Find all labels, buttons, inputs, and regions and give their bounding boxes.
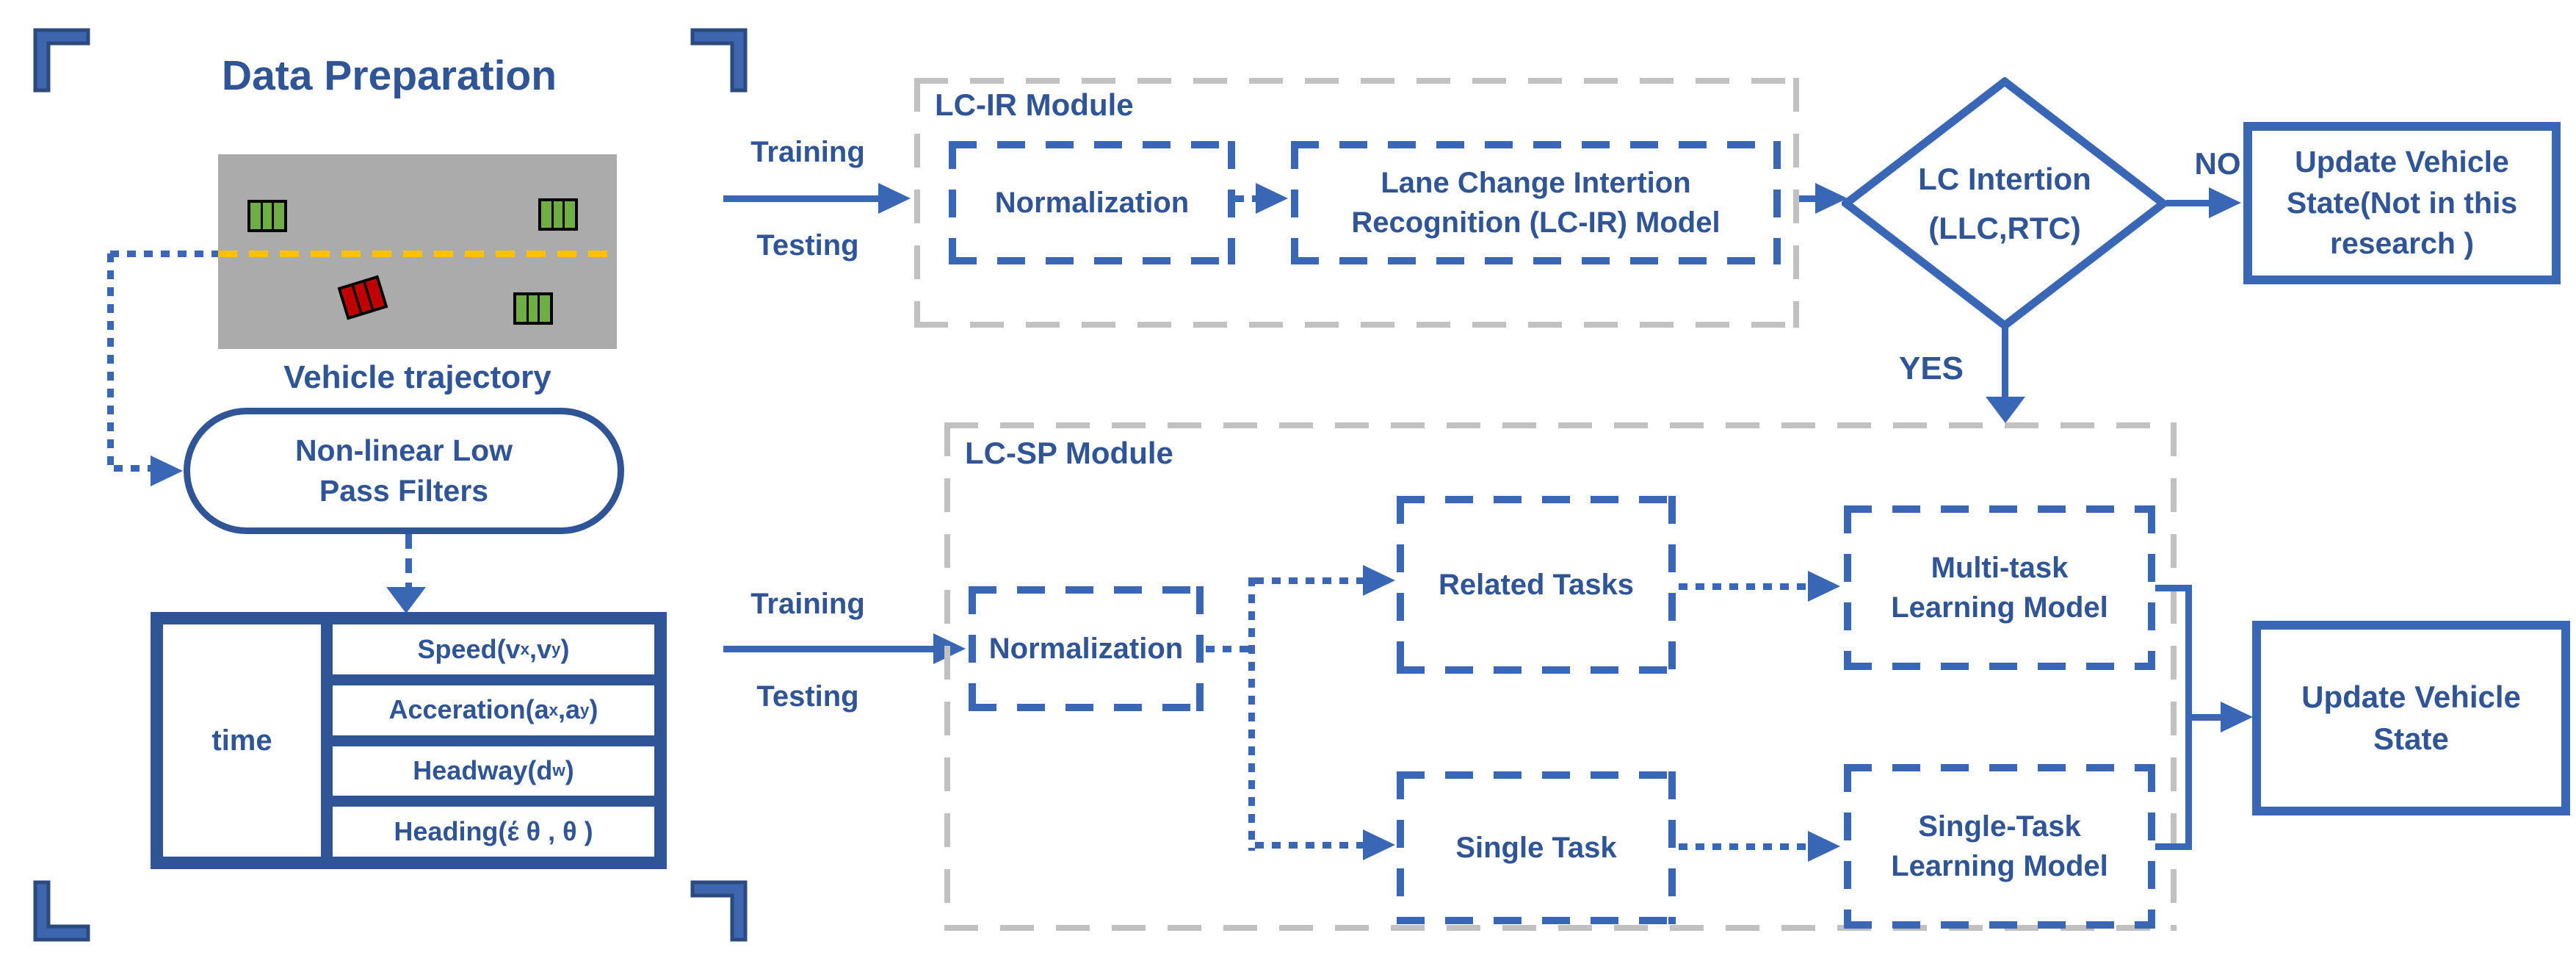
arrowhead-into-update-icon	[2221, 702, 2253, 732]
arrowhead-into-nobox-icon	[2209, 187, 2241, 218]
vehicle-red-icon	[337, 275, 388, 320]
arrowhead-into-decision-icon	[1815, 183, 1848, 214]
connector-lcir-to-decision	[1799, 195, 1821, 202]
connector-norm-branch	[1206, 646, 1251, 652]
frame-corner-bottom-right-icon	[690, 880, 748, 942]
vehicle-trajectory-illustration	[218, 154, 617, 349]
arrowhead-into-multitask-icon	[1808, 571, 1840, 602]
frame-corner-top-right-icon	[690, 28, 748, 93]
arrowhead-into-single-icon	[1363, 829, 1395, 860]
lcir-normalization-node: Normalization	[949, 141, 1235, 264]
related-tasks-node: Related Tasks	[1397, 496, 1676, 674]
arrowhead-into-model-icon	[1256, 183, 1288, 214]
update-vehicle-state-no-box: Update Vehicle State(Not in this researc…	[2243, 122, 2561, 284]
update-vehicle-state-box: Update Vehicle State	[2252, 621, 2570, 815]
lcsp-normalization-node: Normalization	[969, 586, 1204, 711]
connector-norm-to-model	[1235, 195, 1256, 202]
section-title: Data Preparation	[221, 51, 557, 99]
decision-label: LC Intertion (LLC,RTC)	[1918, 161, 2091, 245]
testing-label-top: Testing	[756, 229, 859, 262]
lcir-module-title: LC-IR Module	[935, 87, 1134, 122]
table-row: Heading(έ θ , θ )	[333, 807, 654, 857]
connector-singletask-out	[2155, 843, 2192, 850]
connector-into-lcir	[723, 195, 879, 202]
connector-merge-to-update	[2188, 714, 2224, 721]
connector-decision-to-nobox	[2166, 200, 2212, 206]
nonlinear-low-pass-filter-node: Non-linear Low Pass Filters	[184, 408, 624, 534]
frame-corner-top-left-icon	[33, 28, 90, 93]
vehicle-green-icon	[513, 292, 553, 325]
single-task-node: Single Task	[1397, 771, 1676, 924]
connector-road-to-filter	[110, 251, 218, 257]
connector-branch-to-related	[1255, 577, 1365, 584]
arrowhead-into-lcsp-icon	[1986, 397, 2025, 423]
arrowhead-into-table-icon	[386, 587, 426, 613]
frame-corner-bottom-left-icon	[33, 880, 90, 942]
connector-related-to-multitask	[1679, 583, 1808, 590]
connector-into-lcsp	[723, 646, 934, 652]
arrowhead-into-lcir-icon	[878, 183, 911, 214]
arrowhead-into-related-icon	[1363, 565, 1395, 596]
connector-multitask-out	[2155, 585, 2192, 591]
vehicle-green-icon	[538, 198, 578, 231]
multi-task-model-node: Multi-task Learning Model	[1844, 505, 2155, 670]
training-label-bottom: Training	[750, 588, 865, 620]
table-time-cell: time	[163, 624, 321, 857]
connector-norm-branch	[1248, 577, 1255, 851]
single-task-model-node: Single-Task Learning Model	[1844, 764, 2155, 929]
road-caption: Vehicle trajectory	[283, 359, 551, 396]
connector-single-to-singletask	[1679, 843, 1808, 850]
connector-branch-to-single	[1255, 842, 1365, 849]
testing-label-bottom: Testing	[756, 680, 859, 713]
connector-road-to-filter	[107, 253, 114, 468]
connector-decision-to-lcsp	[2002, 328, 2008, 398]
vehicle-green-icon	[247, 200, 287, 232]
arrowhead-into-filter-icon	[151, 455, 183, 486]
lane-marking-icon	[218, 251, 617, 257]
lcir-model-node: Lane Change Intertion Recognition (LC-IR…	[1291, 141, 1781, 264]
decision-diamond: LC Intertion (LLC,RTC)	[1839, 76, 2171, 334]
training-label-top: Training	[750, 136, 865, 168]
yes-label: YES	[1898, 350, 1964, 387]
decision-diamond-shape	[1839, 76, 2171, 331]
arrowhead-into-singletask-icon	[1808, 831, 1840, 862]
connector-road-to-filter	[114, 465, 151, 472]
lcsp-module-title: LC-SP Module	[965, 435, 1173, 470]
connector-filter-to-table	[405, 534, 412, 588]
no-label: NO	[2194, 145, 2241, 181]
